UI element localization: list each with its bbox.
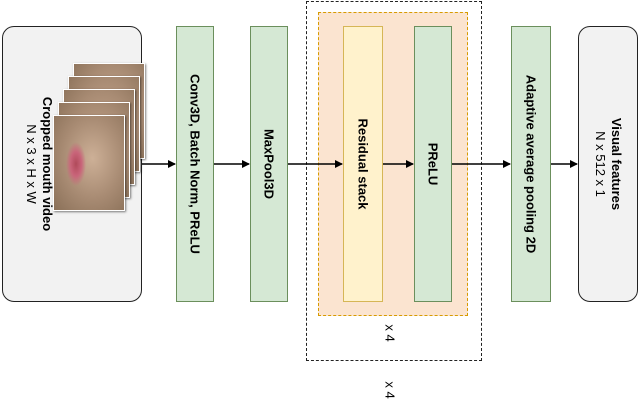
output-title: Visual features — [609, 117, 624, 211]
prelu-block: PReLU — [414, 26, 452, 302]
input-title: Cropped mouth video — [40, 96, 55, 232]
conv3d-block: Conv3D, Batch Norm, PReLU — [176, 26, 214, 302]
adaptive-pooling-label: Adaptive average pooling 2D — [523, 74, 539, 254]
maxpool3d-block: MaxPool3D — [250, 26, 288, 302]
adaptive-pooling-block: Adaptive average pooling 2D — [511, 26, 551, 302]
residual-stack-label: Residual stack — [355, 118, 371, 210]
outer-repeat-group — [306, 1, 482, 361]
output-shape: N x 512 x 1 — [593, 131, 608, 197]
input-video-box: Cropped mouth video N x 3 x H x W — [2, 26, 145, 302]
input-shape: N x 3 x H x W — [24, 124, 39, 204]
prelu-label: PReLU — [425, 142, 441, 186]
video-frame-mouth — [53, 115, 125, 211]
maxpool3d-label: MaxPool3D — [261, 128, 277, 200]
residual-stack-block: Residual stack — [343, 26, 383, 302]
conv3d-label: Conv3D, Batch Norm, PReLU — [187, 74, 203, 254]
inner-repeat-label: x 4 — [382, 324, 398, 342]
output-features-box: Visual features N x 512 x 1 — [578, 26, 638, 302]
outer-repeat-label: x 4 — [382, 381, 398, 399]
